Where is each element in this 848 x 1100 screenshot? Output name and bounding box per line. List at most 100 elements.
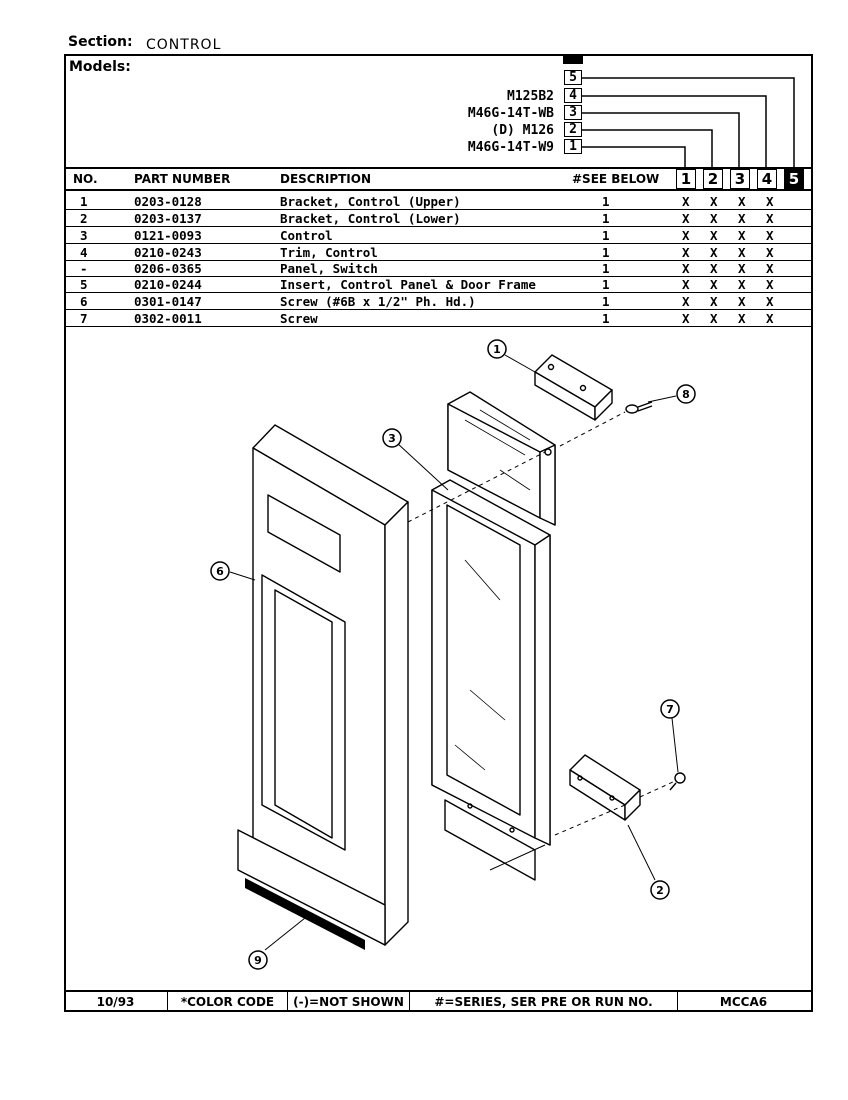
header-bottom-rule [66, 189, 811, 191]
header-top-rule [66, 167, 811, 169]
row-part-number: 0203-0128 [134, 194, 202, 209]
table-row: 1 0203-0128 Bracket, Control (Upper) 1 X… [66, 194, 811, 210]
callout-2: 2 [650, 880, 670, 900]
row-no: 2 [80, 211, 88, 226]
row-mark-1: X [682, 311, 690, 326]
table-row: 2 0203-0137 Bracket, Control (Lower) 1 X… [66, 211, 811, 227]
screw-bottom-part [669, 772, 686, 791]
control-trim-part [237, 424, 409, 950]
model-col-1: 1 [676, 169, 696, 189]
row-mark-3: X [738, 277, 746, 292]
row-mark-3: X [738, 261, 746, 276]
header-description: DESCRIPTION [280, 172, 372, 186]
row-part-number: 0121-0093 [134, 228, 202, 243]
model-name-2: (D) M126 [491, 123, 554, 138]
row-qty: 1 [602, 261, 610, 276]
svg-text:1: 1 [493, 343, 501, 356]
models-label: Models: [69, 59, 131, 75]
screw-top-part [625, 401, 653, 414]
row-mark-4: X [766, 311, 774, 326]
row-part-number: 0210-0244 [134, 277, 202, 292]
footer-date: 10/93 [64, 992, 168, 1012]
upper-bracket-part [534, 354, 613, 421]
row-part-number: 0302-0011 [134, 311, 202, 326]
table-row: - 0206-0365 Panel, Switch 1 X X X X [66, 261, 811, 277]
model-col-4: 4 [757, 169, 777, 189]
callout-1: 1 [487, 339, 507, 359]
row-part-number: 0206-0365 [134, 261, 202, 276]
row-mark-2: X [710, 194, 718, 209]
row-description: Control [280, 228, 333, 243]
footer-color-code: *COLOR CODE [168, 992, 288, 1012]
svg-text:2: 2 [656, 884, 664, 897]
control-board-part [447, 391, 556, 526]
row-description: Screw [280, 311, 318, 326]
row-mark-2: X [710, 211, 718, 226]
row-part-number: 0210-0243 [134, 245, 202, 260]
row-description: Trim, Control [280, 245, 378, 260]
svg-text:8: 8 [682, 388, 690, 401]
row-no: 6 [80, 294, 88, 309]
row-description: Bracket, Control (Upper) [280, 194, 461, 209]
row-qty: 1 [602, 311, 610, 326]
row-no: - [80, 261, 88, 276]
header-see-below: #SEE BELOW [572, 172, 660, 186]
model-col-5: 5 [784, 169, 804, 189]
row-mark-4: X [766, 194, 774, 209]
row-part-number: 0301-0147 [134, 294, 202, 309]
model-num-4: 4 [564, 88, 582, 103]
row-part-number: 0203-0137 [134, 211, 202, 226]
row-mark-2: X [710, 311, 718, 326]
row-description: Bracket, Control (Lower) [280, 211, 461, 226]
row-mark-1: X [682, 245, 690, 260]
lower-bracket-part [569, 754, 641, 821]
section-label: Section: [68, 34, 133, 50]
model-col-3: 3 [730, 169, 750, 189]
svg-text:7: 7 [666, 703, 674, 716]
model-num-2: 2 [564, 122, 582, 137]
row-mark-4: X [766, 294, 774, 309]
row-mark-1: X [682, 261, 690, 276]
row-mark-2: X [710, 261, 718, 276]
model-col-2: 2 [703, 169, 723, 189]
parts-list-frame [64, 54, 813, 1012]
table-row: 4 0210-0243 Trim, Control 1 X X X X [66, 245, 811, 261]
row-qty: 1 [602, 228, 610, 243]
svg-text:9: 9 [254, 954, 262, 967]
table-row: 7 0302-0011 Screw 1 X X X X [66, 311, 811, 327]
row-qty: 1 [602, 245, 610, 260]
row-mark-1: X [682, 211, 690, 226]
row-mark-3: X [738, 211, 746, 226]
footer-code: MCCA6 [719, 995, 768, 1009]
callout-3: 3 [382, 428, 402, 448]
callout-9: 9 [248, 950, 268, 970]
row-mark-2: X [710, 245, 718, 260]
row-mark-4: X [766, 277, 774, 292]
row-mark-3: X [738, 294, 746, 309]
table-row: 5 0210-0244 Insert, Control Panel & Door… [66, 277, 811, 293]
row-description: Screw (#6B x 1/2" Ph. Hd.) [280, 294, 476, 309]
row-mark-2: X [710, 294, 718, 309]
row-no: 4 [80, 245, 88, 260]
model-num-3: 3 [564, 105, 582, 120]
model-num-1: 1 [564, 139, 582, 154]
row-mark-4: X [766, 261, 774, 276]
row-qty: 1 [602, 294, 610, 309]
row-mark-4: X [766, 245, 774, 260]
footer-not-shown: (-)=NOT SHOWN [288, 992, 410, 1012]
row-mark-4: X [766, 228, 774, 243]
row-mark-1: X [682, 194, 690, 209]
model-name-3: M46G-14T-WB [467, 106, 554, 121]
row-mark-3: X [738, 311, 746, 326]
row-mark-1: X [682, 277, 690, 292]
header-part-number: PART NUMBER [134, 172, 231, 186]
footer-bar: 10/93 *COLOR CODE (-)=NOT SHOWN #=SERIES… [64, 990, 813, 1012]
models-black-bar [563, 54, 583, 64]
row-mark-3: X [738, 228, 746, 243]
row-no: 3 [80, 228, 88, 243]
callout-6: 6 [210, 561, 230, 581]
row-no: 5 [80, 277, 88, 292]
callout-7: 7 [660, 699, 680, 719]
